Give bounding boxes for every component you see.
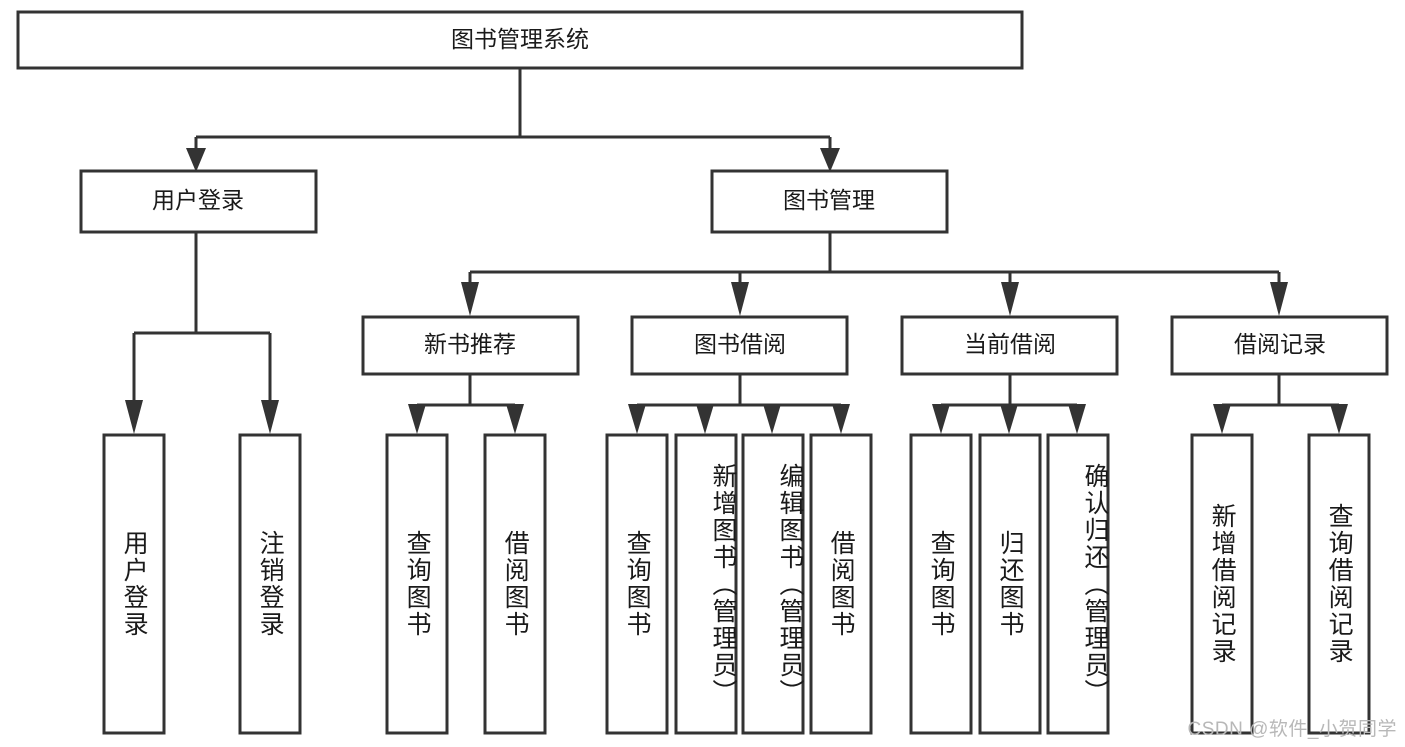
watermark-text: CSDN @软件_小贺同学 <box>1187 719 1397 740</box>
node-user-login-label: 用户登录 <box>152 187 244 213</box>
node-leaf-query-book-3[interactable] <box>909 433 973 735</box>
node-current-borrow-label: 当前借阅 <box>964 331 1056 357</box>
node-user-login[interactable]: 用户登录 <box>79 169 318 234</box>
node-book-manage[interactable]: 图书管理 <box>710 169 949 234</box>
node-leaf-add-book-admin[interactable] <box>674 433 738 735</box>
connector-book-borrow-to-leaves <box>628 374 850 434</box>
node-borrow-record[interactable]: 借阅记录 <box>1170 315 1389 376</box>
node-leaf-query-book-1[interactable] <box>385 433 449 735</box>
node-leaf-query-book-2[interactable] <box>605 433 669 735</box>
node-leaf-confirm-return-admin[interactable] <box>1046 433 1110 735</box>
connector-new-book-recommend-to-leaves <box>408 374 524 434</box>
node-leaf-edit-book-admin[interactable] <box>741 433 805 735</box>
node-root[interactable]: 图书管理系统 <box>16 10 1024 70</box>
connector-root-to-level2 <box>186 68 840 172</box>
node-leaf-query-borrow-record[interactable] <box>1307 433 1371 735</box>
node-book-manage-label: 图书管理 <box>783 187 875 213</box>
node-current-borrow[interactable]: 当前借阅 <box>900 315 1119 376</box>
node-leaf-add-borrow-record[interactable] <box>1190 433 1254 735</box>
connector-user-login-to-leaves <box>125 232 279 434</box>
node-book-borrow-label: 图书借阅 <box>694 331 786 357</box>
node-leaf-borrow-book-2[interactable] <box>809 433 873 735</box>
connector-borrow-record-to-leaves <box>1213 374 1348 434</box>
connector-book-manage-to-level3 <box>461 232 1288 316</box>
connector-current-borrow-to-leaves <box>932 374 1086 434</box>
node-leaf-return-book[interactable] <box>978 433 1042 735</box>
node-leaf-logout-login[interactable] <box>238 433 302 735</box>
node-borrow-record-label: 借阅记录 <box>1234 331 1326 357</box>
node-new-book-recommend-label: 新书推荐 <box>424 331 516 357</box>
node-leaf-user-login[interactable] <box>102 433 166 735</box>
node-root-label: 图书管理系统 <box>451 26 589 52</box>
node-new-book-recommend[interactable]: 新书推荐 <box>361 315 580 376</box>
node-book-borrow[interactable]: 图书借阅 <box>630 315 849 376</box>
node-leaf-borrow-book-1[interactable] <box>483 433 547 735</box>
